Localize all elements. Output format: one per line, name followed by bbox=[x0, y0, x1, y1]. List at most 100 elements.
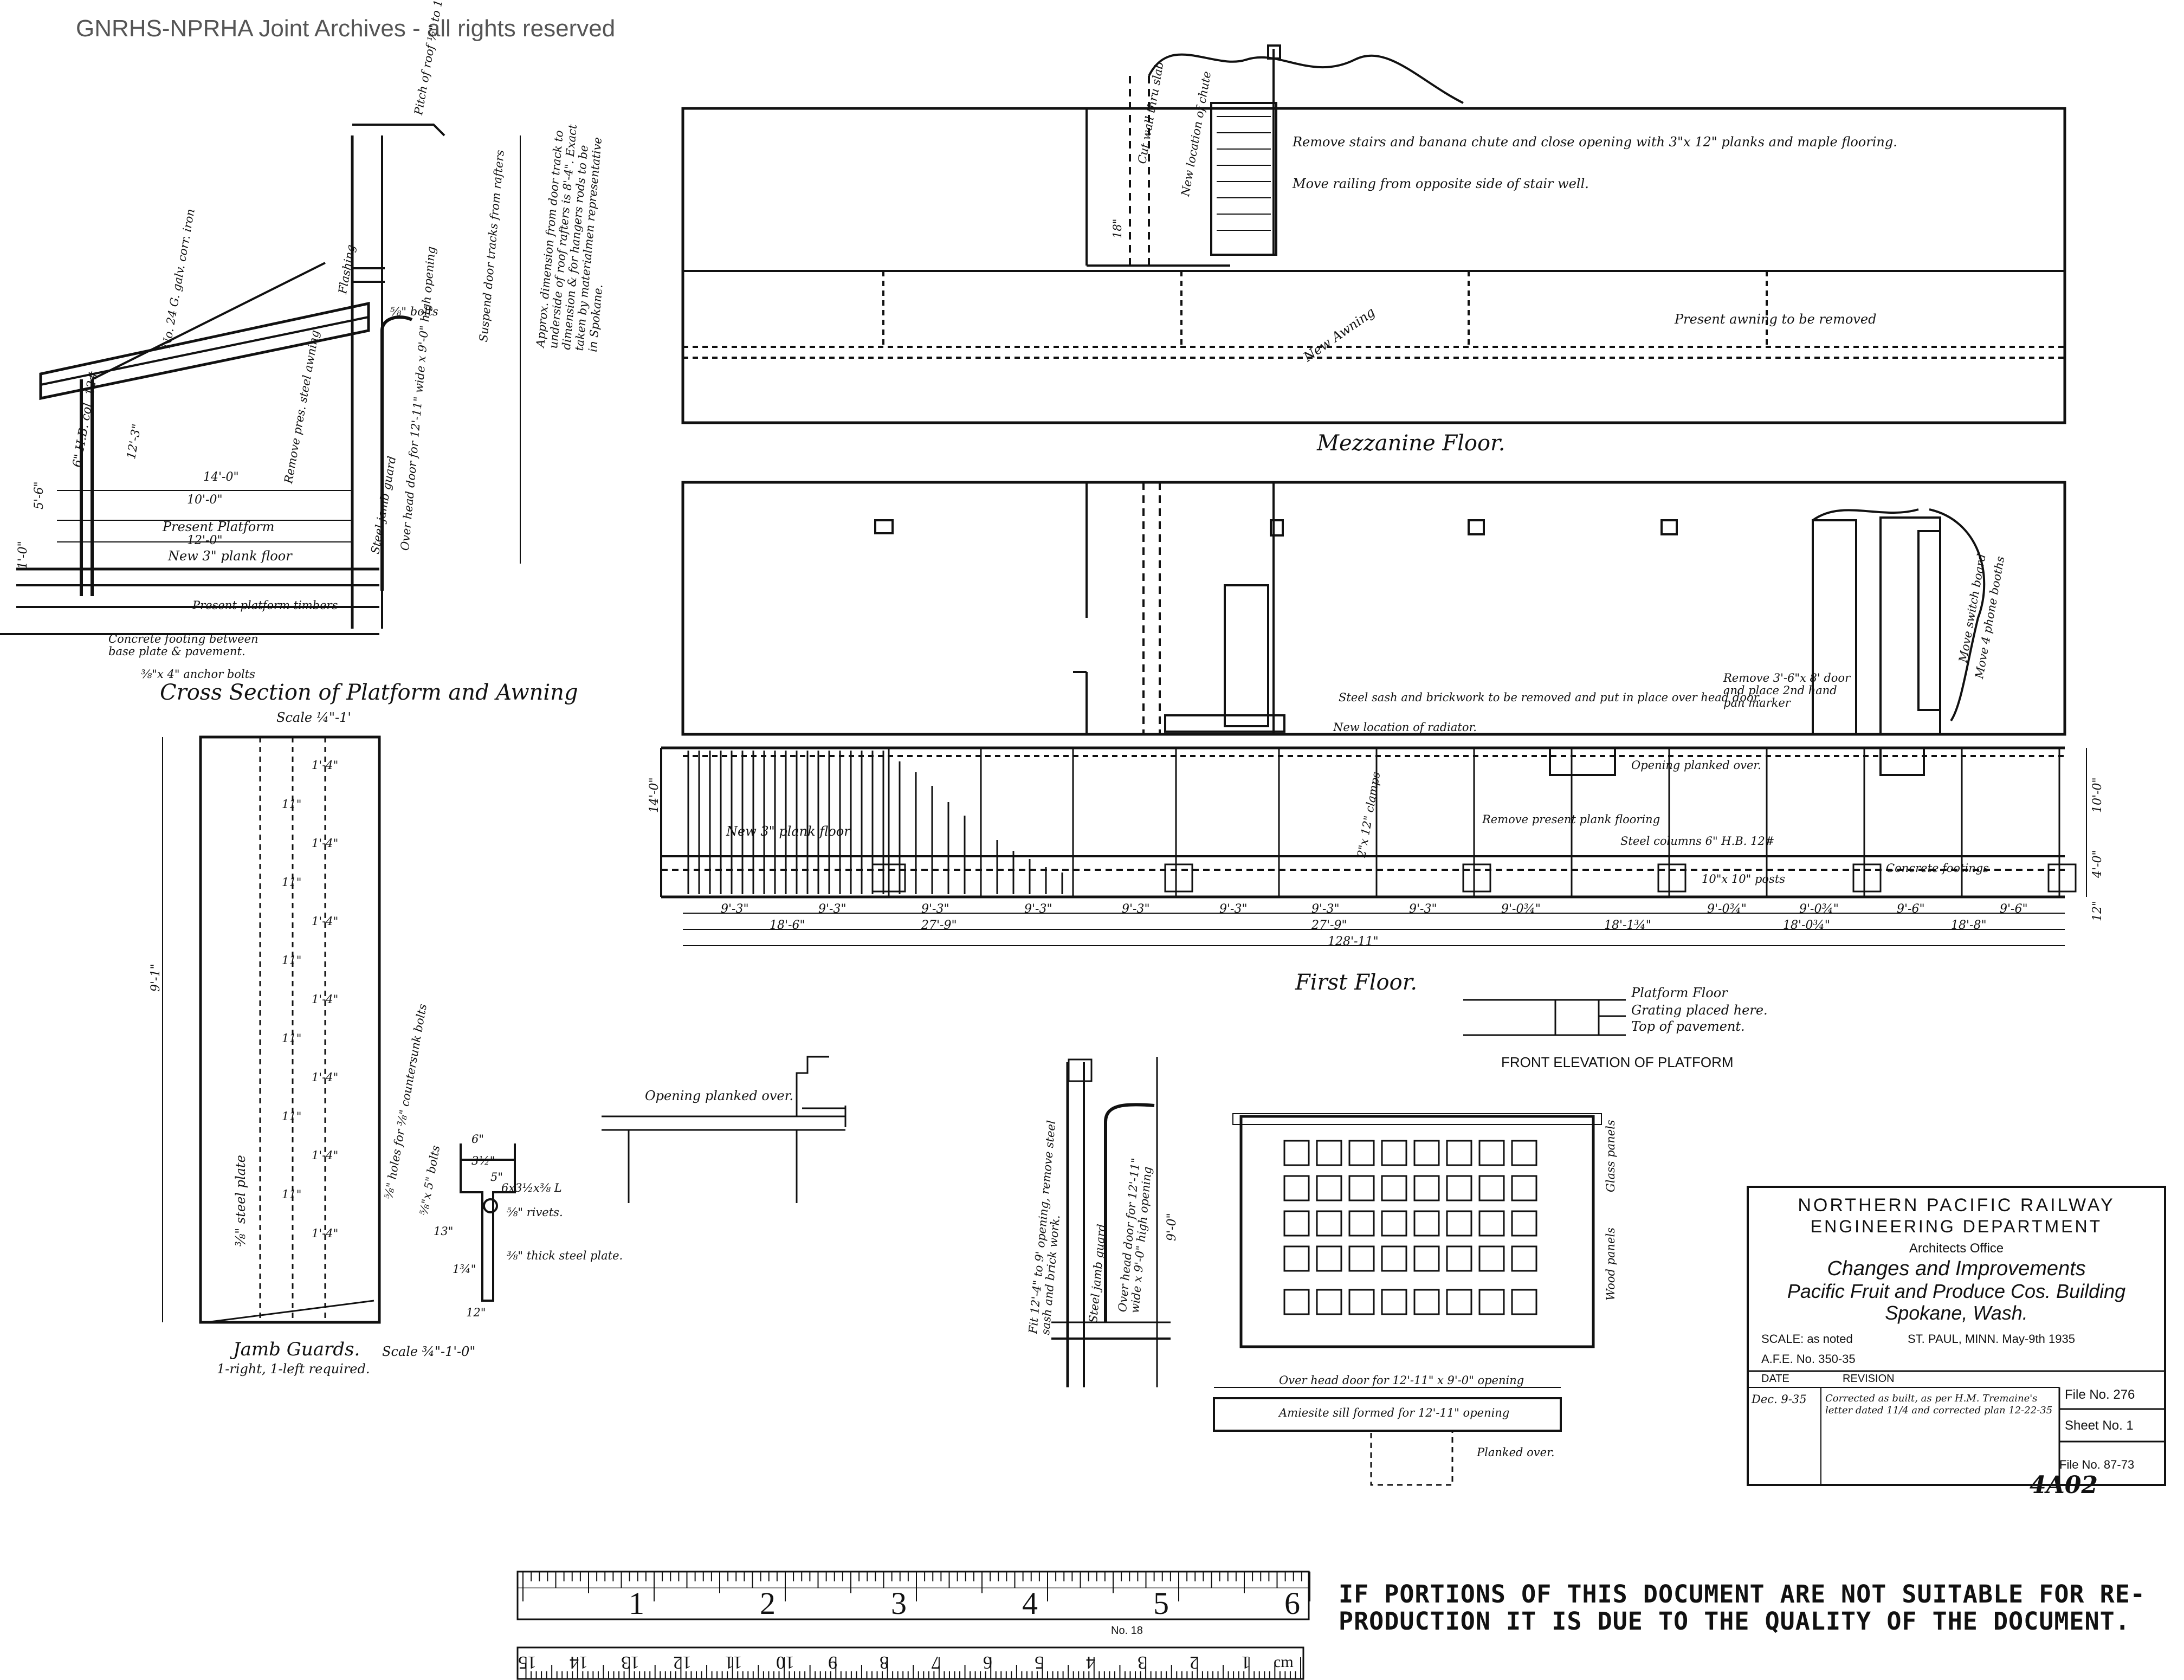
first-floor-caption: First Floor. bbox=[1295, 970, 1418, 995]
door-note-glass: Glass panels bbox=[1604, 1120, 1617, 1192]
door-section-dim: 9'-0" bbox=[1165, 1213, 1179, 1241]
ruler-cm-label: 15 bbox=[518, 1652, 537, 1672]
tb-date-header: DATE bbox=[1761, 1373, 1789, 1385]
ruler-cm-label: 3 bbox=[1138, 1652, 1147, 1672]
cross-section-caption: Cross Section of Platform and Awning bbox=[160, 680, 578, 705]
cross-section-detail bbox=[0, 124, 521, 635]
door-elevation-detail bbox=[1213, 1113, 1602, 1486]
mezzanine-plan bbox=[681, 44, 2066, 424]
ruler-cm-label: 9 bbox=[828, 1652, 837, 1672]
tb-revision-text-1: Corrected as built, as per H.M. Tremaine… bbox=[1825, 1393, 2038, 1404]
ff-dim-12: 9'-6" bbox=[1897, 902, 1925, 916]
jamb-spacing-label: 11" bbox=[282, 798, 302, 811]
jamb-subcaption: 1-right, 1-left required. bbox=[217, 1361, 370, 1377]
opening-planked-label: Opening planked over. bbox=[645, 1088, 794, 1103]
mezzanine-dim: 18" bbox=[1111, 218, 1124, 238]
ff-height-2: 10'-0" bbox=[2091, 777, 2104, 813]
jamb-dim-d: 13" bbox=[434, 1225, 454, 1238]
jamb-spacing-label: 11" bbox=[282, 1188, 302, 1201]
jamb-spacing-label: 11" bbox=[282, 954, 302, 967]
ruler-cm-label: 1 bbox=[1241, 1652, 1250, 1672]
xs-note-anchor-bolts: ⅜"x 4" anchor bolts bbox=[141, 668, 255, 681]
ff-dim-row2-3: 27'-9" bbox=[1311, 919, 1347, 932]
tb-railway: NORTHERN PACIFIC RAILWAY bbox=[1798, 1195, 2115, 1216]
ff-height-3: 4'-0" bbox=[2091, 850, 2104, 878]
ff-dim-9: 9'-0¾" bbox=[1501, 902, 1541, 916]
tb-scale: SCALE: as noted bbox=[1761, 1332, 1853, 1346]
mezzanine-note-move-railing: Move railing from opposite side of stair… bbox=[1293, 176, 1589, 191]
jamb-caption: Jamb Guards. bbox=[233, 1339, 360, 1360]
ff-note-remove-plank: Remove present plank flooring bbox=[1482, 813, 1660, 826]
jamb-spacing-label: 1'-4" bbox=[312, 993, 339, 1006]
jamb-spacing-label: 1'-4" bbox=[312, 1071, 339, 1084]
ff-note-new-plank-floor: New 3" plank floor bbox=[726, 824, 850, 839]
jamb-spacing-label: 1'-4" bbox=[312, 915, 339, 928]
ruler-cm-label: 11 bbox=[725, 1652, 742, 1672]
ff-note-radiator: New location of radiator. bbox=[1333, 721, 1477, 734]
jamb-note-plate: ⅜" steel plate bbox=[233, 1155, 248, 1246]
jamb-scale: Scale ¾"-1'-0" bbox=[382, 1344, 476, 1359]
jamb-spacing-label: 11" bbox=[282, 876, 302, 889]
ruler-inch-label: 6 bbox=[1284, 1586, 1300, 1621]
ff-dim-row2-2: 27'-9" bbox=[921, 919, 957, 932]
ff-dim-row2-1: 18'-6" bbox=[770, 919, 805, 932]
ff-dim-row2-6: 18'-8" bbox=[1951, 919, 1987, 932]
door-note-amiesite: Amiesite sill formed for 12'-11" opening bbox=[1279, 1406, 1510, 1419]
jamb-note-steel-plate: ⅜" thick steel plate. bbox=[507, 1249, 623, 1262]
tb-afe: A.F.E. No. 350-35 bbox=[1761, 1352, 1856, 1366]
xs-note-present-platform: Present Platform bbox=[163, 519, 275, 534]
ff-dim-2: 9'-3" bbox=[818, 902, 847, 916]
tb-file-no-2: File No. 87-73 bbox=[2059, 1458, 2135, 1471]
jamb-spacing-label: 1'-4" bbox=[312, 837, 339, 850]
ff-height-4: 12" bbox=[2091, 900, 2104, 921]
jamb-spacing-label: 1'-4" bbox=[312, 1149, 339, 1162]
ff-dim-10: 9'-0¾" bbox=[1707, 902, 1747, 916]
ruler-inch-label: 4 bbox=[1022, 1586, 1038, 1621]
title-block-frame bbox=[1747, 1186, 2166, 1486]
ff-note-opening-planked: Opening planked over. bbox=[1631, 759, 1761, 772]
tb-file-no: File No. 276 bbox=[2065, 1387, 2135, 1402]
tb-office: Architects Office bbox=[1909, 1241, 2004, 1256]
door-glass-panels bbox=[1283, 1140, 1537, 1315]
cross-section-scale: Scale ¼"-1' bbox=[276, 710, 351, 725]
tb-place-date: ST. PAUL, MINN. May-9th 1935 bbox=[1908, 1332, 2075, 1346]
jamb-spacing-label: 11" bbox=[282, 1032, 302, 1045]
mezzanine-note-present-awning: Present awning to be removed bbox=[1675, 312, 1877, 327]
ruler-inch-label: 1 bbox=[629, 1586, 644, 1621]
archive-watermark: GNRHS-NPRHA Joint Archives - all rights … bbox=[76, 15, 616, 42]
ruler-cm-label: 7 bbox=[931, 1652, 941, 1672]
fe-label-pavement: Top of pavement. bbox=[1631, 1019, 1745, 1034]
jamb-guard-detail bbox=[162, 735, 516, 1324]
ff-note-remove-door: Remove 3'-6"x 8' door and place 2nd hand… bbox=[1723, 671, 1851, 710]
ruler-cm-label: 4 bbox=[1086, 1652, 1096, 1672]
xs-dim-4: 1'-0" bbox=[16, 541, 30, 569]
ff-overall-dim: 128'-11" bbox=[1328, 935, 1379, 948]
ruler-cm-label: 8 bbox=[879, 1652, 889, 1672]
xs-dim-5: 5'-6" bbox=[33, 481, 46, 509]
ruler-ticks bbox=[522, 1572, 1310, 1679]
ff-dim-3: 9'-3" bbox=[921, 902, 949, 916]
mezzanine-caption: Mezzanine Floor. bbox=[1317, 431, 1505, 456]
ff-dim-13: 9'-6" bbox=[2000, 902, 2028, 916]
door-section-detail bbox=[1051, 1057, 1171, 1387]
xs-note-platform-timbers: Present platform timbers bbox=[192, 599, 338, 612]
front-elevation-detail bbox=[1463, 999, 1626, 1036]
scale-ruler bbox=[516, 1571, 1310, 1680]
ruler-cm-label: 12 bbox=[673, 1652, 692, 1672]
ff-dim-row2-5: 18'-0¾" bbox=[1783, 919, 1830, 932]
jamb-dim-e: 12" bbox=[466, 1306, 486, 1319]
tb-stamp: 4A02 bbox=[2030, 1471, 2098, 1499]
tb-title-1: Changes and Improvements bbox=[1827, 1257, 2086, 1280]
ff-height-1: 14'-0" bbox=[648, 777, 661, 813]
jamb-dim-b: 3½" bbox=[471, 1154, 495, 1167]
ruler-cm-label: 2 bbox=[1189, 1652, 1199, 1672]
xs-dim-1: 10'-0" bbox=[187, 493, 223, 507]
jamb-spacing-label: 1'-4" bbox=[312, 759, 339, 772]
ruler-brand: No. 18 bbox=[1111, 1625, 1143, 1637]
ff-dim-6: 9'-3" bbox=[1219, 902, 1248, 916]
ruler-cm-label: 10 bbox=[776, 1652, 795, 1672]
ff-dim-1: 9'-3" bbox=[721, 902, 749, 916]
jamb-dim-a: 6" bbox=[471, 1133, 484, 1146]
ruler-cm-label: 5 bbox=[1034, 1652, 1044, 1672]
